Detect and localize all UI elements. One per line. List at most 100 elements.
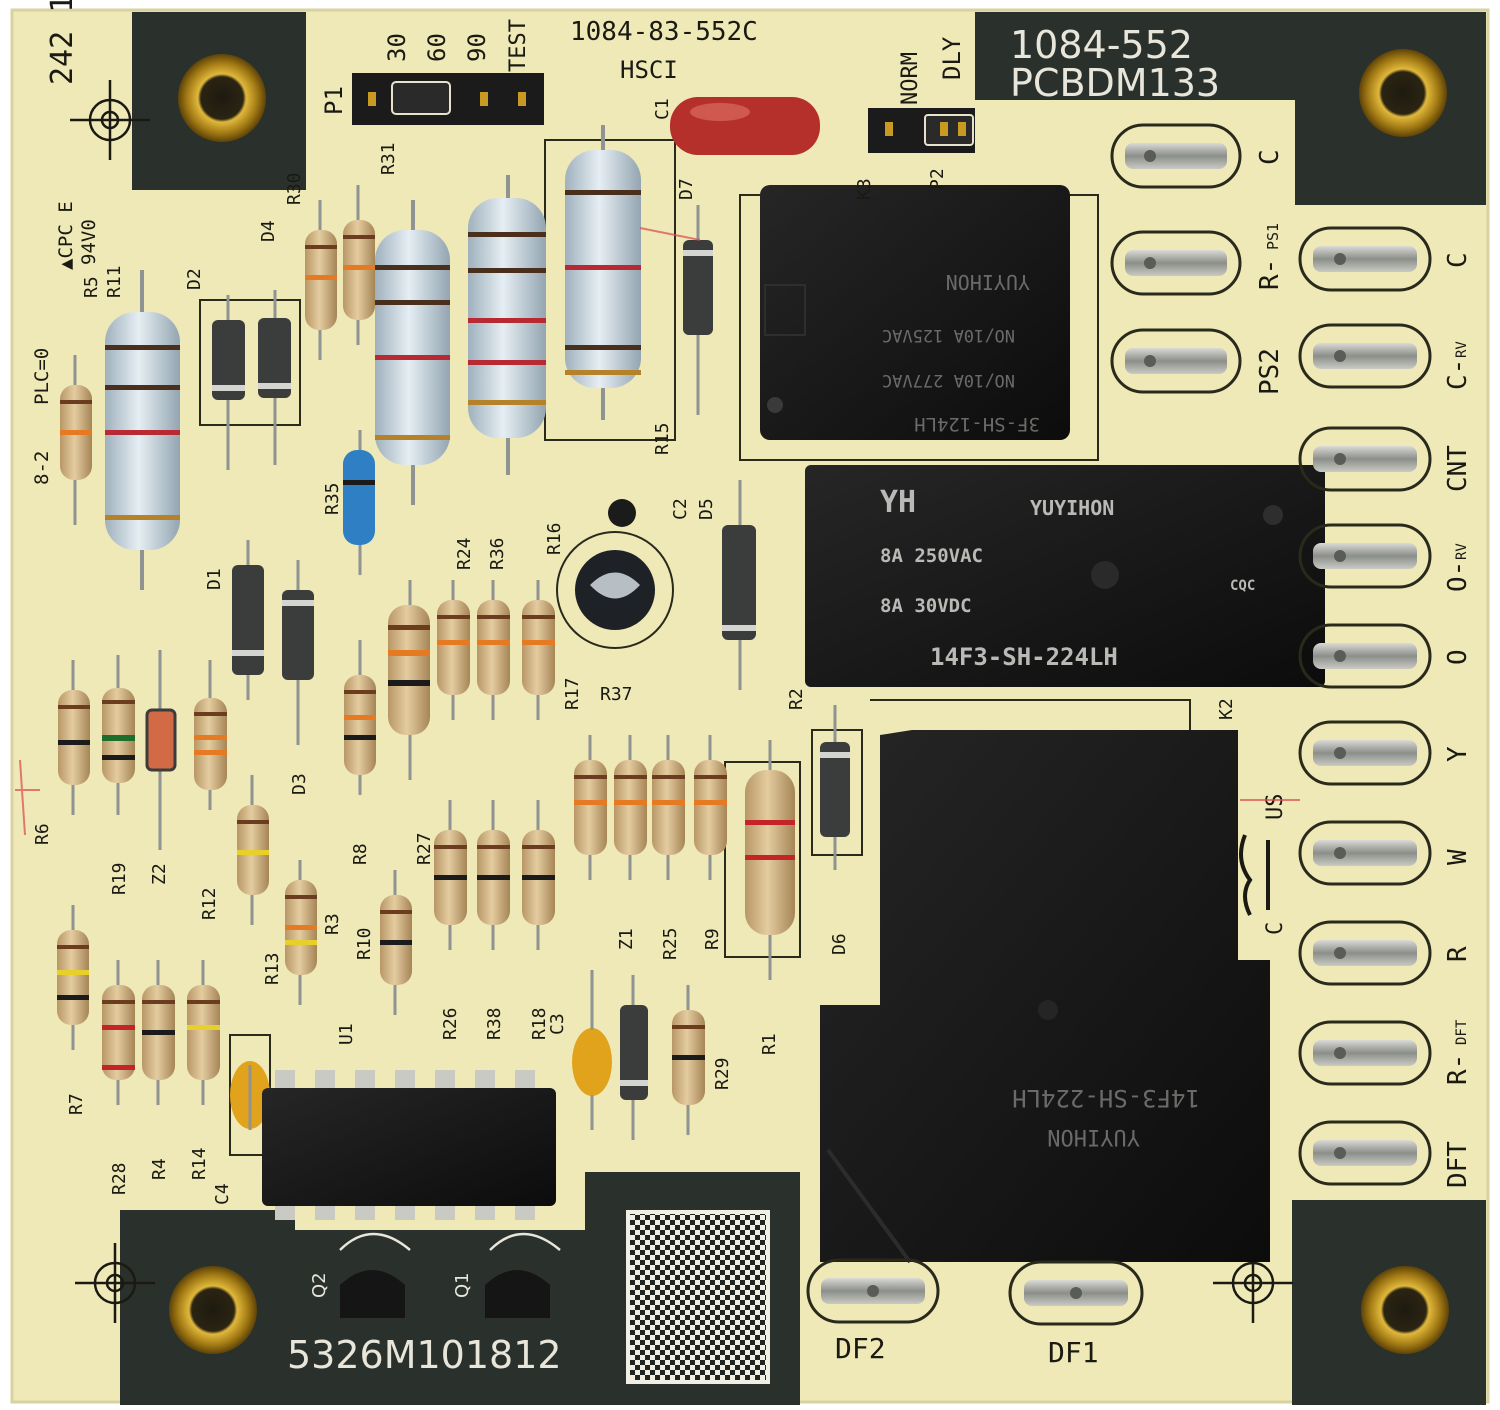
mfr-code: HSCI [620,56,678,84]
ref-d7: D7 [676,178,697,200]
ul-recognized-icon: US C [1239,794,1288,935]
terminal-label-o: O [1443,649,1473,665]
ref-r17: R17 [562,677,583,710]
relay-k2-model: 14F3-SH-224LH [1012,1084,1200,1112]
ref-r10: R10 [354,927,375,960]
relay-k3-rating-2: NO/10A 125VAC [882,325,1015,345]
ref-r18: R18 [529,1007,550,1040]
ref-r13: R13 [262,952,283,985]
capacitors [230,97,820,1130]
mounting-holes [169,49,1449,1354]
relay-k1-rating-1: 8A 250VAC [880,545,983,567]
ref-z1: Z1 [616,928,637,950]
terminal-label-c-rv: C- [1443,359,1473,390]
ref-d4: D4 [258,220,279,242]
ref-d5: D5 [696,498,717,520]
ref-r24: R24 [454,537,475,570]
terminal-label-o-rv: O- [1443,561,1473,592]
brass-eyelet-icon [1359,49,1447,137]
model-number: 1084-552 [1010,23,1193,67]
datamatrix-code-icon [626,1210,770,1384]
terminal-label-cnt: CNT [1443,445,1473,492]
date-code: 8-2 [31,451,53,485]
ref-q1: Q1 [452,1272,473,1298]
ref-r30: R30 [284,172,305,205]
ref-d2: D2 [184,268,205,290]
terminal-label-r-sub: PS1 [1264,223,1282,250]
board-part-number: 1084-83-552C [570,17,758,47]
terminal-label-df2: DF2 [835,1332,886,1365]
fiducial-crosshair-icon [70,80,1293,1323]
diodes [145,205,850,1140]
pencil-marks [15,227,1300,836]
ic-u1 [262,1070,556,1220]
model-pcb-code: PCBDM133 [1010,61,1220,105]
jumper-p1-opt-test: TEST [506,19,531,72]
relay-k3 [760,185,1070,440]
ref-c4: C4 [212,1183,233,1205]
terminal-label-w: W [1443,849,1473,865]
jumper-p2 [868,108,975,153]
ref-r27: R27 [414,832,435,865]
terminal-label-dft: DFT [1443,1141,1473,1188]
stamp-code: 242 122 [45,0,80,85]
plc-mark: PLC=0 [31,348,53,405]
terminal-label-r-dft: R- [1443,1054,1473,1085]
ref-r38: R38 [484,1007,505,1040]
ceramic-capacitor-c3 [572,1028,612,1096]
brass-eyelet-icon [178,54,266,142]
terminal-labels: C R- PS1 PS2 C C- RV CNT O- RV O Y W R R… [835,149,1473,1369]
jumper-p2-ref: P2 [927,168,948,190]
terminal-label-r-thermostat: R [1443,946,1473,962]
cpc-mark: ▲CPC E [55,201,77,270]
ref-z2: Z2 [149,863,170,885]
terminal-label-r-dft-sub: DFT [1454,1019,1470,1045]
ref-r5: R5 [81,276,102,298]
terminal-label-ps2: PS2 [1255,348,1285,395]
ref-r6: R6 [32,823,53,845]
jumper-p1-opt-60: 60 [423,33,451,62]
jumper-p1-ref: P1 [320,86,348,115]
brass-eyelet-icon [1361,1266,1449,1354]
ref-r28: R28 [109,1162,130,1195]
ref-r12: R12 [199,887,220,920]
relay-k1-rating-2: 8A 30VDC [880,595,972,617]
ref-r14: R14 [189,1147,210,1180]
jumper-p2-opt-dly: DLY [938,36,966,80]
spade-terminals [806,123,1432,1326]
serial-number: 5326M101812 [287,1333,562,1377]
ref-r15: R15 [652,422,673,455]
transistors [340,1270,550,1318]
brass-eyelet-icon [169,1266,257,1354]
relay-k2-brand: YUYIHON [1047,1124,1140,1149]
ref-q2: Q2 [309,1272,330,1298]
relay-k1-logo: YH [880,485,916,520]
relay-k1-cert: CQC [1230,578,1255,594]
ref-r7: R7 [66,1093,87,1115]
terminal-label-o-rv-sub: RV [1454,543,1470,560]
ul-mark-us: US [1263,794,1288,821]
ul-mark-c: C [1263,922,1288,935]
terminal-label-r: R- [1255,259,1285,290]
power-resistors [105,125,641,590]
ref-k2: K2 [1216,698,1237,720]
ref-d3: D3 [289,773,310,795]
ref-r35: R35 [322,482,343,515]
ref-c2: C2 [670,498,691,520]
ref-c1: C1 [652,98,673,120]
jumper-p1-opt-90: 90 [463,33,491,62]
relay-k3-brand: YUYIHON [946,270,1030,294]
ref-k3: K3 [854,178,875,200]
ref-r29: R29 [712,1057,733,1090]
ref-c3: C3 [547,1013,568,1035]
ref-r3: R3 [322,913,343,935]
rating-94v0: 94V0 [78,219,100,265]
ref-r1: R1 [759,1033,780,1055]
ref-r2: R2 [786,688,807,710]
terminal-label-df1: DF1 [1048,1336,1099,1369]
ref-r16: R16 [544,522,565,555]
jumper-p1 [352,73,544,125]
ref-r31: R31 [378,142,399,175]
small-resistors [57,185,795,1135]
